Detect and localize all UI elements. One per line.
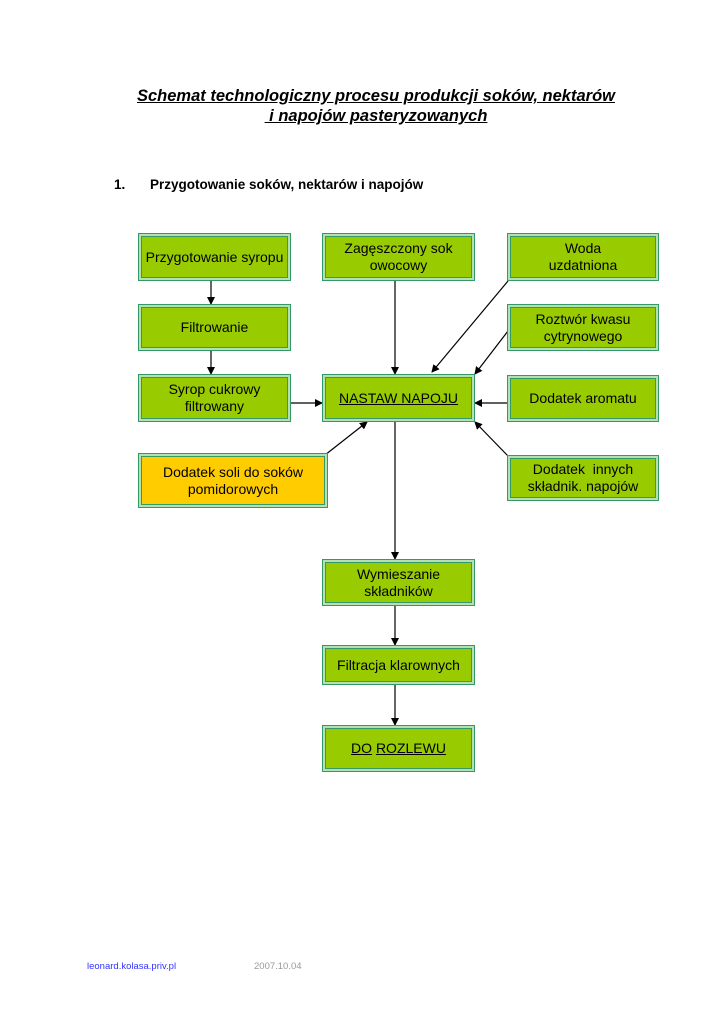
- box-other-ingredients: Dodatek innych składnik. napojów: [507, 455, 659, 501]
- box-drink-base: NASTAW NAPOJU: [322, 374, 475, 422]
- bottling-label-do: DO: [351, 740, 373, 756]
- box-water: Woda uzdatniona: [507, 233, 659, 281]
- box-bottling: DO ROZLEWU: [322, 725, 475, 772]
- footer-site-link[interactable]: leonard.kolasa.priv.pl: [87, 961, 177, 972]
- document-title-line-2: i napojów pasteryzowanych: [264, 107, 488, 125]
- document-title-line-1: Schemat technologiczny procesu produkcji…: [137, 87, 615, 105]
- box-salt: Dodatek soli do soków pomidorowych: [138, 453, 328, 508]
- box-citric-acid: Roztwór kwasu cytrynowego: [507, 304, 659, 351]
- footer-date: 2007.10.04: [254, 961, 302, 972]
- arrow-acid-to-base: [474, 330, 509, 375]
- box-filtration: Filtracja klarownych: [322, 645, 475, 685]
- section-heading: Przygotowanie soków, nektarów i napojów: [150, 177, 424, 192]
- box-aroma: Dodatek aromatu: [507, 375, 659, 422]
- box-filtering: Filtrowanie: [138, 304, 291, 351]
- box-mixing: Wymieszanie składników: [322, 559, 475, 606]
- arrow-other-to-base: [474, 421, 509, 457]
- section-number: 1.: [114, 177, 126, 192]
- box-filtered-syrup: Syrop cukrowy filtrowany: [138, 374, 291, 422]
- arrow-water-to-base: [431, 280, 509, 373]
- arrow-salt-to-base: [324, 421, 368, 456]
- box-concentrate: Zagęszczony sok owocowy: [322, 233, 475, 281]
- box-syrup-preparation: Przygotowanie syropu: [138, 233, 291, 281]
- bottling-label-rest: ROZLEWU: [375, 740, 446, 756]
